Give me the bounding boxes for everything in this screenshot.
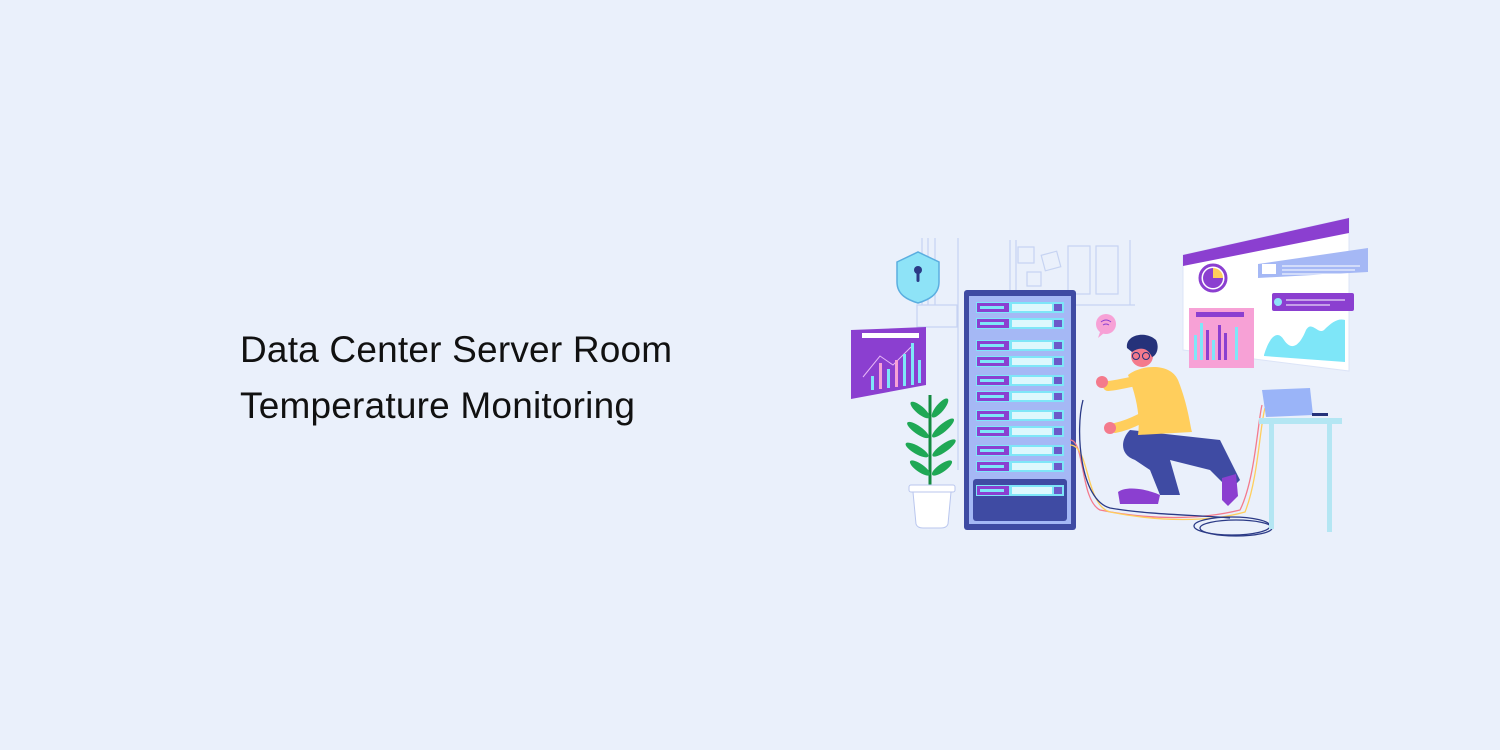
server-rack (964, 290, 1076, 530)
shield-lock-icon (896, 251, 940, 304)
technician (1096, 334, 1240, 506)
cables (1069, 399, 1273, 537)
page-title: Data Center Server Room Temperature Moni… (240, 322, 672, 434)
server-units (973, 302, 1067, 521)
dashboard-window (1182, 217, 1368, 372)
title-line-1: Data Center Server Room (240, 329, 673, 370)
plant (905, 395, 956, 529)
server-room-illustration (851, 217, 1368, 537)
wifi-bubble-icon (1096, 314, 1116, 338)
bar-chart-card (851, 327, 926, 399)
laptop-desk (1259, 388, 1342, 532)
title-line-2: Temperature Monitoring (240, 385, 636, 426)
